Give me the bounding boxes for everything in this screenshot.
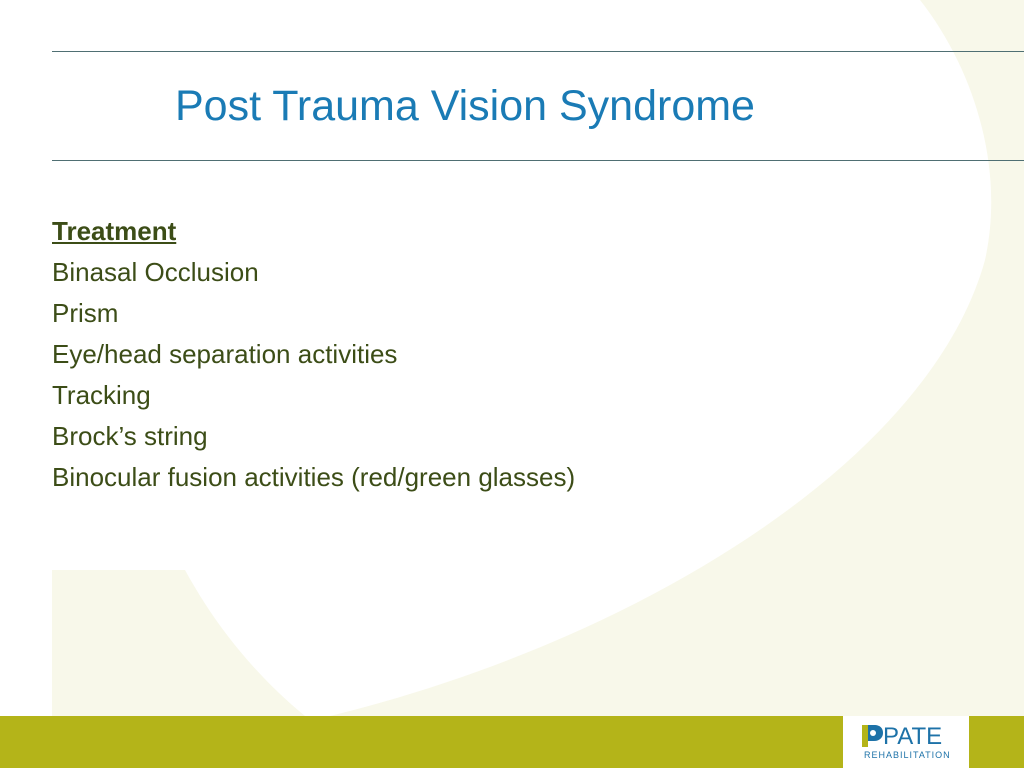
title-rule-top bbox=[52, 51, 1024, 52]
pate-logo-mark-icon bbox=[862, 725, 883, 747]
title-rule-bottom bbox=[52, 160, 1024, 161]
list-item: Tracking bbox=[52, 380, 151, 410]
treatment-heading: Treatment bbox=[52, 216, 177, 246]
list-item: Prism bbox=[52, 298, 119, 328]
logo-subtitle: REHABILITATION bbox=[864, 750, 951, 760]
list-item: Eye/head separation activities bbox=[52, 339, 398, 369]
list-item: Binocular fusion activities (red/green g… bbox=[52, 462, 576, 492]
pate-logo: PATE REHABILITATION bbox=[843, 716, 969, 768]
treatment-list: Treatment Binasal Occlusion Prism Eye/he… bbox=[52, 211, 575, 498]
slide-title: Post Trauma Vision Syndrome bbox=[175, 82, 755, 130]
list-item: Brock’s string bbox=[52, 421, 208, 451]
background-arc-shape bbox=[330, 0, 1024, 716]
list-item: Binasal Occlusion bbox=[52, 257, 259, 287]
logo-name: PATE bbox=[883, 723, 943, 750]
background-lower-shape bbox=[52, 570, 305, 716]
